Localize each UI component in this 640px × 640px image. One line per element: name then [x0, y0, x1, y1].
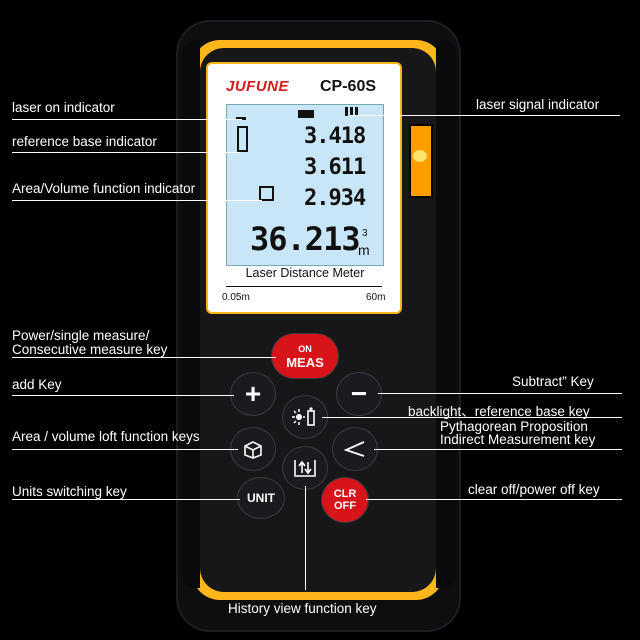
add-button-label: +	[244, 378, 262, 409]
bubble-level	[409, 124, 433, 198]
reading-2: 3.611	[304, 155, 366, 180]
label-area-volume: Area/Volume function indicator	[12, 181, 196, 196]
history-button[interactable]	[283, 447, 327, 489]
unit-superscript: 3	[362, 228, 368, 239]
leader-add	[12, 395, 234, 396]
label-power-2: Consecutive measure key	[12, 342, 168, 357]
cube-icon	[244, 441, 262, 459]
add-button[interactable]: +	[231, 373, 275, 415]
label-reference-base: reference base indicator	[12, 134, 157, 149]
leader-power	[12, 357, 276, 358]
label-units: Units switching key	[12, 484, 127, 499]
range-min: 0.05m	[222, 292, 250, 303]
label-backlight: backlight、reference base key	[408, 404, 590, 419]
reading-1: 3.418	[304, 124, 366, 149]
label-subtract: Subtract” Key	[512, 374, 594, 389]
backlight-icon	[292, 407, 315, 426]
unit-button[interactable]: UNIT	[238, 478, 284, 518]
leader-units	[12, 499, 240, 500]
label-power: Power/single measure/	[12, 328, 150, 343]
laser-signal-icon	[345, 107, 361, 116]
clear-button[interactable]: CLR OFF	[322, 478, 368, 522]
meas-button-label: MEAS	[286, 355, 324, 370]
lcd-screen	[226, 104, 384, 266]
history-icon	[294, 460, 316, 477]
range-max: 60m	[366, 292, 386, 303]
label-laser-signal: laser signal indicator	[476, 97, 600, 112]
right-grip	[436, 40, 456, 588]
leader-clear	[366, 499, 622, 500]
leader-area-volume	[12, 200, 262, 201]
label-laser-on: laser on indicator	[12, 100, 115, 115]
label-add: add Key	[12, 377, 62, 392]
model-name: CP-60S	[320, 78, 377, 95]
pythagorean-button[interactable]	[333, 428, 377, 470]
device-subtitle: Laser Distance Meter	[245, 266, 365, 280]
leader-pythagorean	[374, 449, 622, 450]
brand-logo: JUFUNE	[226, 78, 290, 95]
leader-backlight	[322, 417, 622, 418]
left-grip	[182, 40, 200, 588]
area-volume-button[interactable]	[231, 428, 275, 470]
label-pythagorean: Pythagorean Proposition	[440, 419, 588, 434]
label-area-loft: Area / volume loft function keys	[12, 429, 200, 444]
triangle-icon	[344, 441, 365, 457]
battery-icon	[298, 110, 314, 118]
main-reading: 36.213	[250, 220, 361, 258]
leader-area-loft	[12, 449, 238, 450]
leader-laser-signal	[350, 115, 620, 116]
leader-laser-on	[12, 119, 242, 120]
label-clear: clear off/power off key	[468, 482, 600, 497]
laser-on-icon	[236, 117, 246, 120]
bubble-level-bubble	[413, 150, 427, 162]
leader-subtract	[378, 393, 622, 394]
unit-label: m	[358, 242, 370, 258]
unit-button-label: UNIT	[247, 491, 275, 505]
subtract-button[interactable]: −	[337, 373, 381, 415]
backlight-button[interactable]	[283, 396, 327, 438]
meas-button-top: ON	[298, 344, 312, 354]
label-history: History view function key	[228, 601, 377, 616]
meas-button[interactable]: ON MEAS	[272, 334, 338, 378]
clear-button-label: OFF	[334, 500, 356, 512]
reading-3: 2.934	[304, 186, 366, 211]
leader-reference-base	[12, 152, 240, 153]
area-volume-icon	[259, 186, 274, 201]
label-pythagorean-2: Indirect Measurement key	[440, 432, 596, 447]
range-scale	[226, 286, 382, 287]
clear-button-top: CLR	[333, 488, 357, 500]
subtract-button-label: −	[350, 378, 368, 409]
leader-history	[305, 486, 306, 590]
reference-base-icon	[237, 126, 248, 152]
